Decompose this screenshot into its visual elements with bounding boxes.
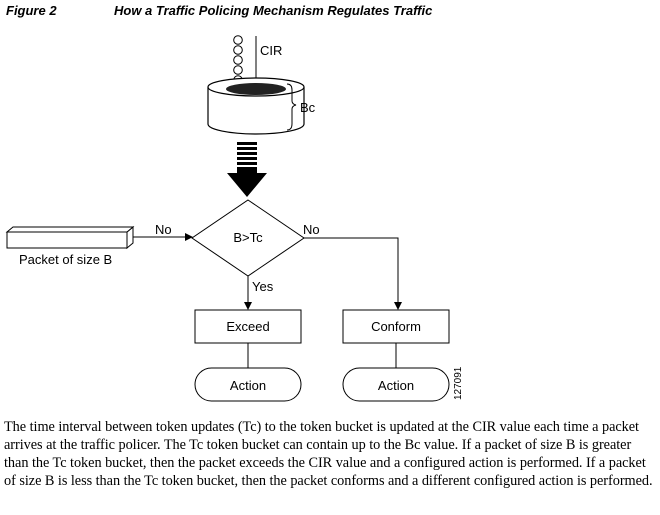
figure-title: How a Traffic Policing Mechanism Regulat… bbox=[114, 3, 433, 18]
action-left-terminal bbox=[194, 367, 302, 402]
figure-label: Figure 2 bbox=[6, 3, 57, 18]
token-drops-icon bbox=[233, 35, 243, 85]
no-left-label: No bbox=[155, 222, 172, 237]
exceed-label: Exceed bbox=[226, 319, 269, 334]
no-branch-arrow bbox=[304, 237, 402, 310]
action-right-label: Action bbox=[378, 378, 414, 393]
cir-label: CIR bbox=[260, 43, 282, 58]
bucket-output-arrow bbox=[227, 142, 267, 197]
figure-header: Figure 2 How a Traffic Policing Mechanis… bbox=[6, 3, 432, 18]
yes-label: Yes bbox=[252, 279, 274, 294]
decision-label: B>Tc bbox=[233, 230, 263, 245]
conform-box bbox=[342, 309, 450, 344]
no-right-label: No bbox=[303, 222, 320, 237]
exceed-box bbox=[194, 309, 302, 344]
bc-brace bbox=[286, 83, 297, 131]
action-left-label: Action bbox=[230, 378, 266, 393]
conform-label: Conform bbox=[371, 319, 421, 334]
packet-label: Packet of size B bbox=[19, 252, 112, 267]
figure-id: 127091 bbox=[453, 366, 464, 400]
action-right-terminal bbox=[342, 367, 450, 402]
packet-icon bbox=[5, 225, 135, 250]
figure-caption: The time interval between token updates … bbox=[4, 419, 653, 489]
token-bucket-icon bbox=[207, 77, 305, 135]
bc-label: Bc bbox=[300, 100, 316, 115]
